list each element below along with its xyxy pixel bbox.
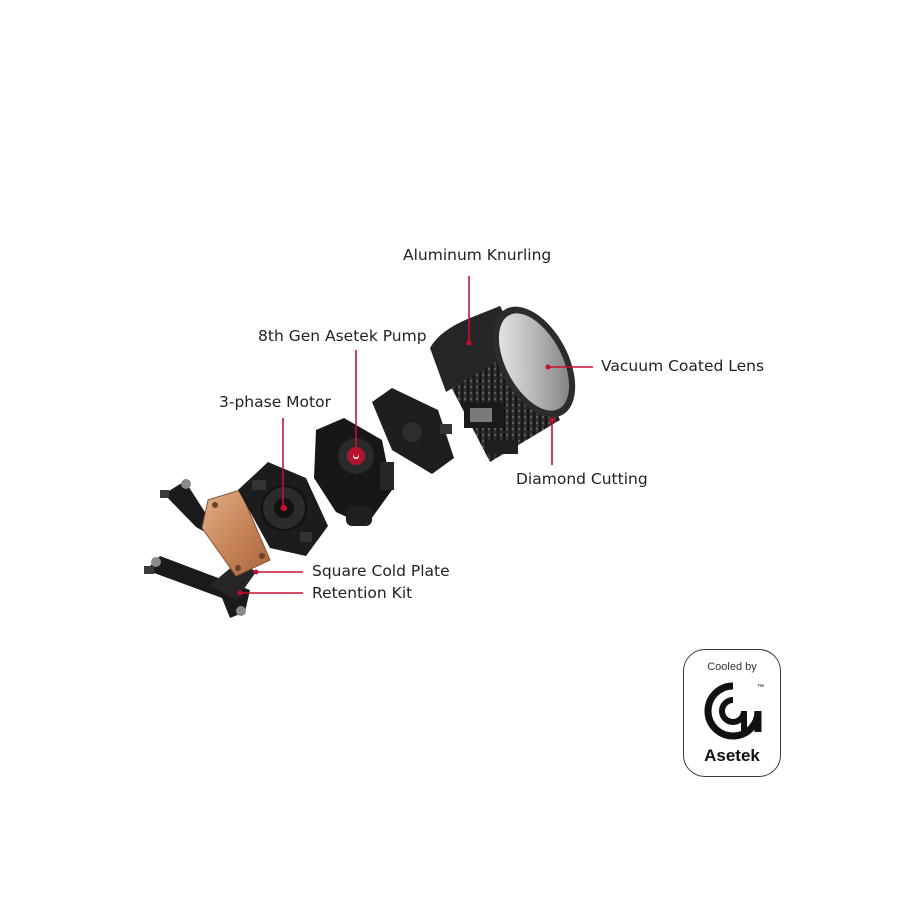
label-vacuum-lens: Vacuum Coated Lens <box>601 357 765 375</box>
mounting-bracket <box>372 388 454 474</box>
label-asetek-pump: 8th Gen Asetek Pump <box>258 327 427 345</box>
label-diamond-cutting: Diamond Cutting <box>516 470 648 488</box>
badge-cooled-by-text: Cooled by <box>707 661 757 673</box>
asetek-logo-icon: ™ <box>704 682 764 740</box>
retention-kit-upper <box>160 479 210 532</box>
square-cold-plate <box>201 489 271 577</box>
label-aluminum-knurling: Aluminum Knurling <box>403 246 552 264</box>
label-three-phase-motor: 3-phase Motor <box>219 393 331 411</box>
pump-housing <box>314 418 394 526</box>
aluminum-cap <box>430 306 576 462</box>
badge-brand-text: Asetek <box>704 746 760 765</box>
trademark-symbol: ™ <box>757 684 764 691</box>
label-cold-plate: Square Cold Plate <box>312 562 450 580</box>
label-retention-kit: Retention Kit <box>312 584 413 602</box>
cooled-by-asetek-badge: Cooled by ™ Asetek <box>683 649 781 777</box>
